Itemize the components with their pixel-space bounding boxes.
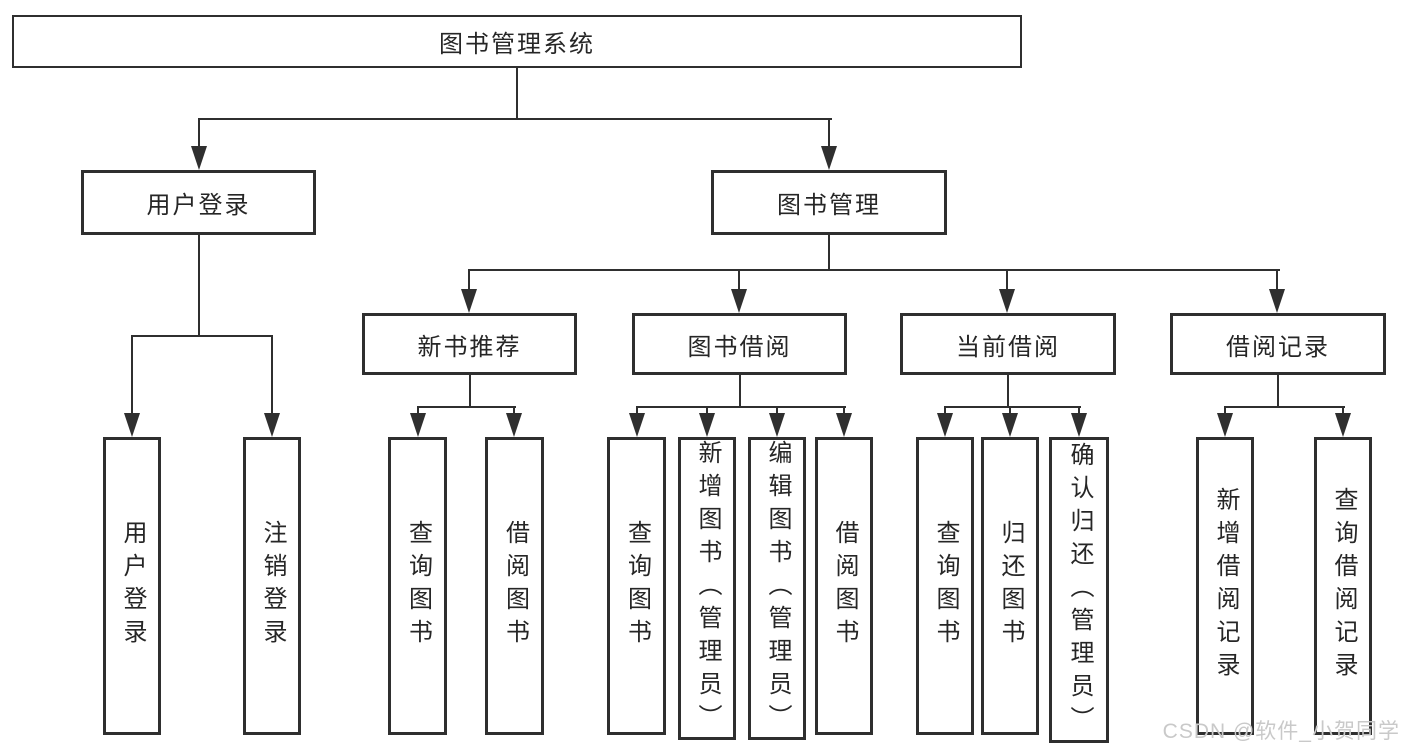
leaf-logout: 注销登录 bbox=[243, 437, 301, 735]
connector-drop bbox=[1078, 406, 1080, 416]
node-label: 查询图书 bbox=[623, 520, 651, 652]
node-label: 图书借阅 bbox=[687, 333, 792, 361]
node-label: 编辑图书（管理员） bbox=[764, 440, 791, 737]
connector-records-hline bbox=[1224, 406, 1345, 408]
connector-recommend-hline bbox=[417, 406, 516, 408]
arrowhead-icon bbox=[410, 413, 426, 437]
node-label: 借阅图书 bbox=[831, 520, 858, 652]
connector-recommend-stem bbox=[469, 375, 471, 408]
connector-borrowing-hline bbox=[636, 406, 846, 408]
leaf-query-books-current: 查询图书 bbox=[916, 437, 974, 735]
arrowhead-icon bbox=[821, 146, 837, 170]
arrowhead-icon bbox=[699, 413, 715, 437]
arrowhead-icon bbox=[937, 413, 953, 437]
connector-userlogin-hline bbox=[131, 335, 273, 337]
arrowhead-icon bbox=[836, 413, 852, 437]
node-library-management-system: 图书管理系统 bbox=[12, 15, 1022, 68]
connector-drop bbox=[828, 118, 830, 150]
arrowhead-icon bbox=[191, 146, 207, 170]
leaf-edit-book-admin: 编辑图书（管理员） bbox=[748, 437, 806, 740]
leaf-borrow-books-recommend: 借阅图书 bbox=[485, 437, 544, 735]
node-label: 用户登录 bbox=[146, 192, 251, 219]
node-label: 新增借阅记录 bbox=[1212, 487, 1239, 685]
connector-drop bbox=[776, 406, 778, 416]
connector-drop bbox=[468, 269, 470, 291]
node-label: 查询借阅记录 bbox=[1330, 487, 1357, 685]
arrowhead-icon bbox=[1269, 289, 1285, 313]
node-label: 查询图书 bbox=[404, 520, 432, 652]
leaf-user-login: 用户登录 bbox=[103, 437, 161, 735]
node-book-borrowing: 图书借阅 bbox=[632, 313, 847, 375]
node-borrowing-records: 借阅记录 bbox=[1170, 313, 1386, 375]
arrowhead-icon bbox=[124, 413, 140, 437]
node-label: 用户登录 bbox=[119, 520, 146, 652]
leaf-add-borrow-record: 新增借阅记录 bbox=[1196, 437, 1254, 735]
connector-drop bbox=[1009, 406, 1011, 416]
arrowhead-icon bbox=[1335, 413, 1351, 437]
arrowhead-icon bbox=[1002, 413, 1018, 437]
connector-drop bbox=[198, 118, 200, 150]
arrowhead-icon bbox=[629, 413, 645, 437]
connector-records-stem bbox=[1277, 375, 1279, 408]
node-label: 借阅记录 bbox=[1226, 333, 1330, 361]
connector-drop bbox=[843, 406, 845, 416]
arrowhead-icon bbox=[999, 289, 1015, 313]
node-label: 归还图书 bbox=[997, 520, 1024, 652]
node-label: 确认归还（管理员） bbox=[1066, 441, 1093, 739]
arrowhead-icon bbox=[461, 289, 477, 313]
leaf-borrow-books-borrowing: 借阅图书 bbox=[815, 437, 873, 735]
connector-drop bbox=[1006, 269, 1008, 291]
connector-drop bbox=[1276, 269, 1278, 291]
connector-drop bbox=[1342, 406, 1344, 416]
arrowhead-icon bbox=[506, 413, 522, 437]
node-label: 新书推荐 bbox=[417, 333, 522, 361]
node-book-management: 图书管理 bbox=[711, 170, 947, 235]
node-label: 图书管理 bbox=[777, 192, 881, 219]
connector-drop bbox=[636, 406, 638, 416]
leaf-confirm-return-admin: 确认归还（管理员） bbox=[1049, 437, 1109, 743]
leaf-query-borrow-record: 查询借阅记录 bbox=[1314, 437, 1372, 735]
node-current-borrowing: 当前借阅 bbox=[900, 313, 1116, 375]
arrowhead-icon bbox=[264, 413, 280, 437]
connector-root-hline bbox=[198, 118, 832, 120]
connector-drop bbox=[131, 335, 133, 415]
arrowhead-icon bbox=[1217, 413, 1233, 437]
connector-drop bbox=[1224, 406, 1226, 416]
watermark: CSDN @软件_小贺同学 bbox=[1162, 720, 1400, 743]
arrowhead-icon bbox=[731, 289, 747, 313]
node-user-login: 用户登录 bbox=[81, 170, 316, 235]
connector-current-stem bbox=[1007, 375, 1009, 408]
node-label: 借阅图书 bbox=[501, 520, 529, 652]
connector-drop bbox=[706, 406, 708, 416]
connector-userlogin-stem bbox=[198, 235, 200, 337]
connector-drop bbox=[513, 406, 515, 416]
connector-current-hline bbox=[944, 406, 1081, 408]
node-label: 查询图书 bbox=[932, 520, 959, 652]
leaf-query-books-borrowing: 查询图书 bbox=[607, 437, 666, 735]
connector-drop bbox=[738, 269, 740, 291]
arrowhead-icon bbox=[1071, 413, 1087, 437]
node-label: 注销登录 bbox=[259, 520, 286, 652]
connector-borrowing-stem bbox=[739, 375, 741, 408]
arrowhead-icon bbox=[769, 413, 785, 437]
connector-drop bbox=[944, 406, 946, 416]
node-label: 当前借阅 bbox=[956, 333, 1060, 361]
connector-bookmgmt-stem bbox=[828, 235, 830, 271]
node-new-book-recommend: 新书推荐 bbox=[362, 313, 577, 375]
node-label: 图书管理系统 bbox=[439, 31, 595, 58]
leaf-add-book-admin: 新增图书（管理员） bbox=[678, 437, 736, 740]
connector-drop bbox=[417, 406, 419, 416]
connector-root-stem bbox=[516, 68, 518, 120]
node-label: 新增图书（管理员） bbox=[694, 440, 721, 737]
connector-bookmgmt-hline bbox=[468, 269, 1280, 271]
leaf-return-book: 归还图书 bbox=[981, 437, 1039, 735]
connector-drop bbox=[271, 335, 273, 415]
leaf-query-books-recommend: 查询图书 bbox=[388, 437, 447, 735]
